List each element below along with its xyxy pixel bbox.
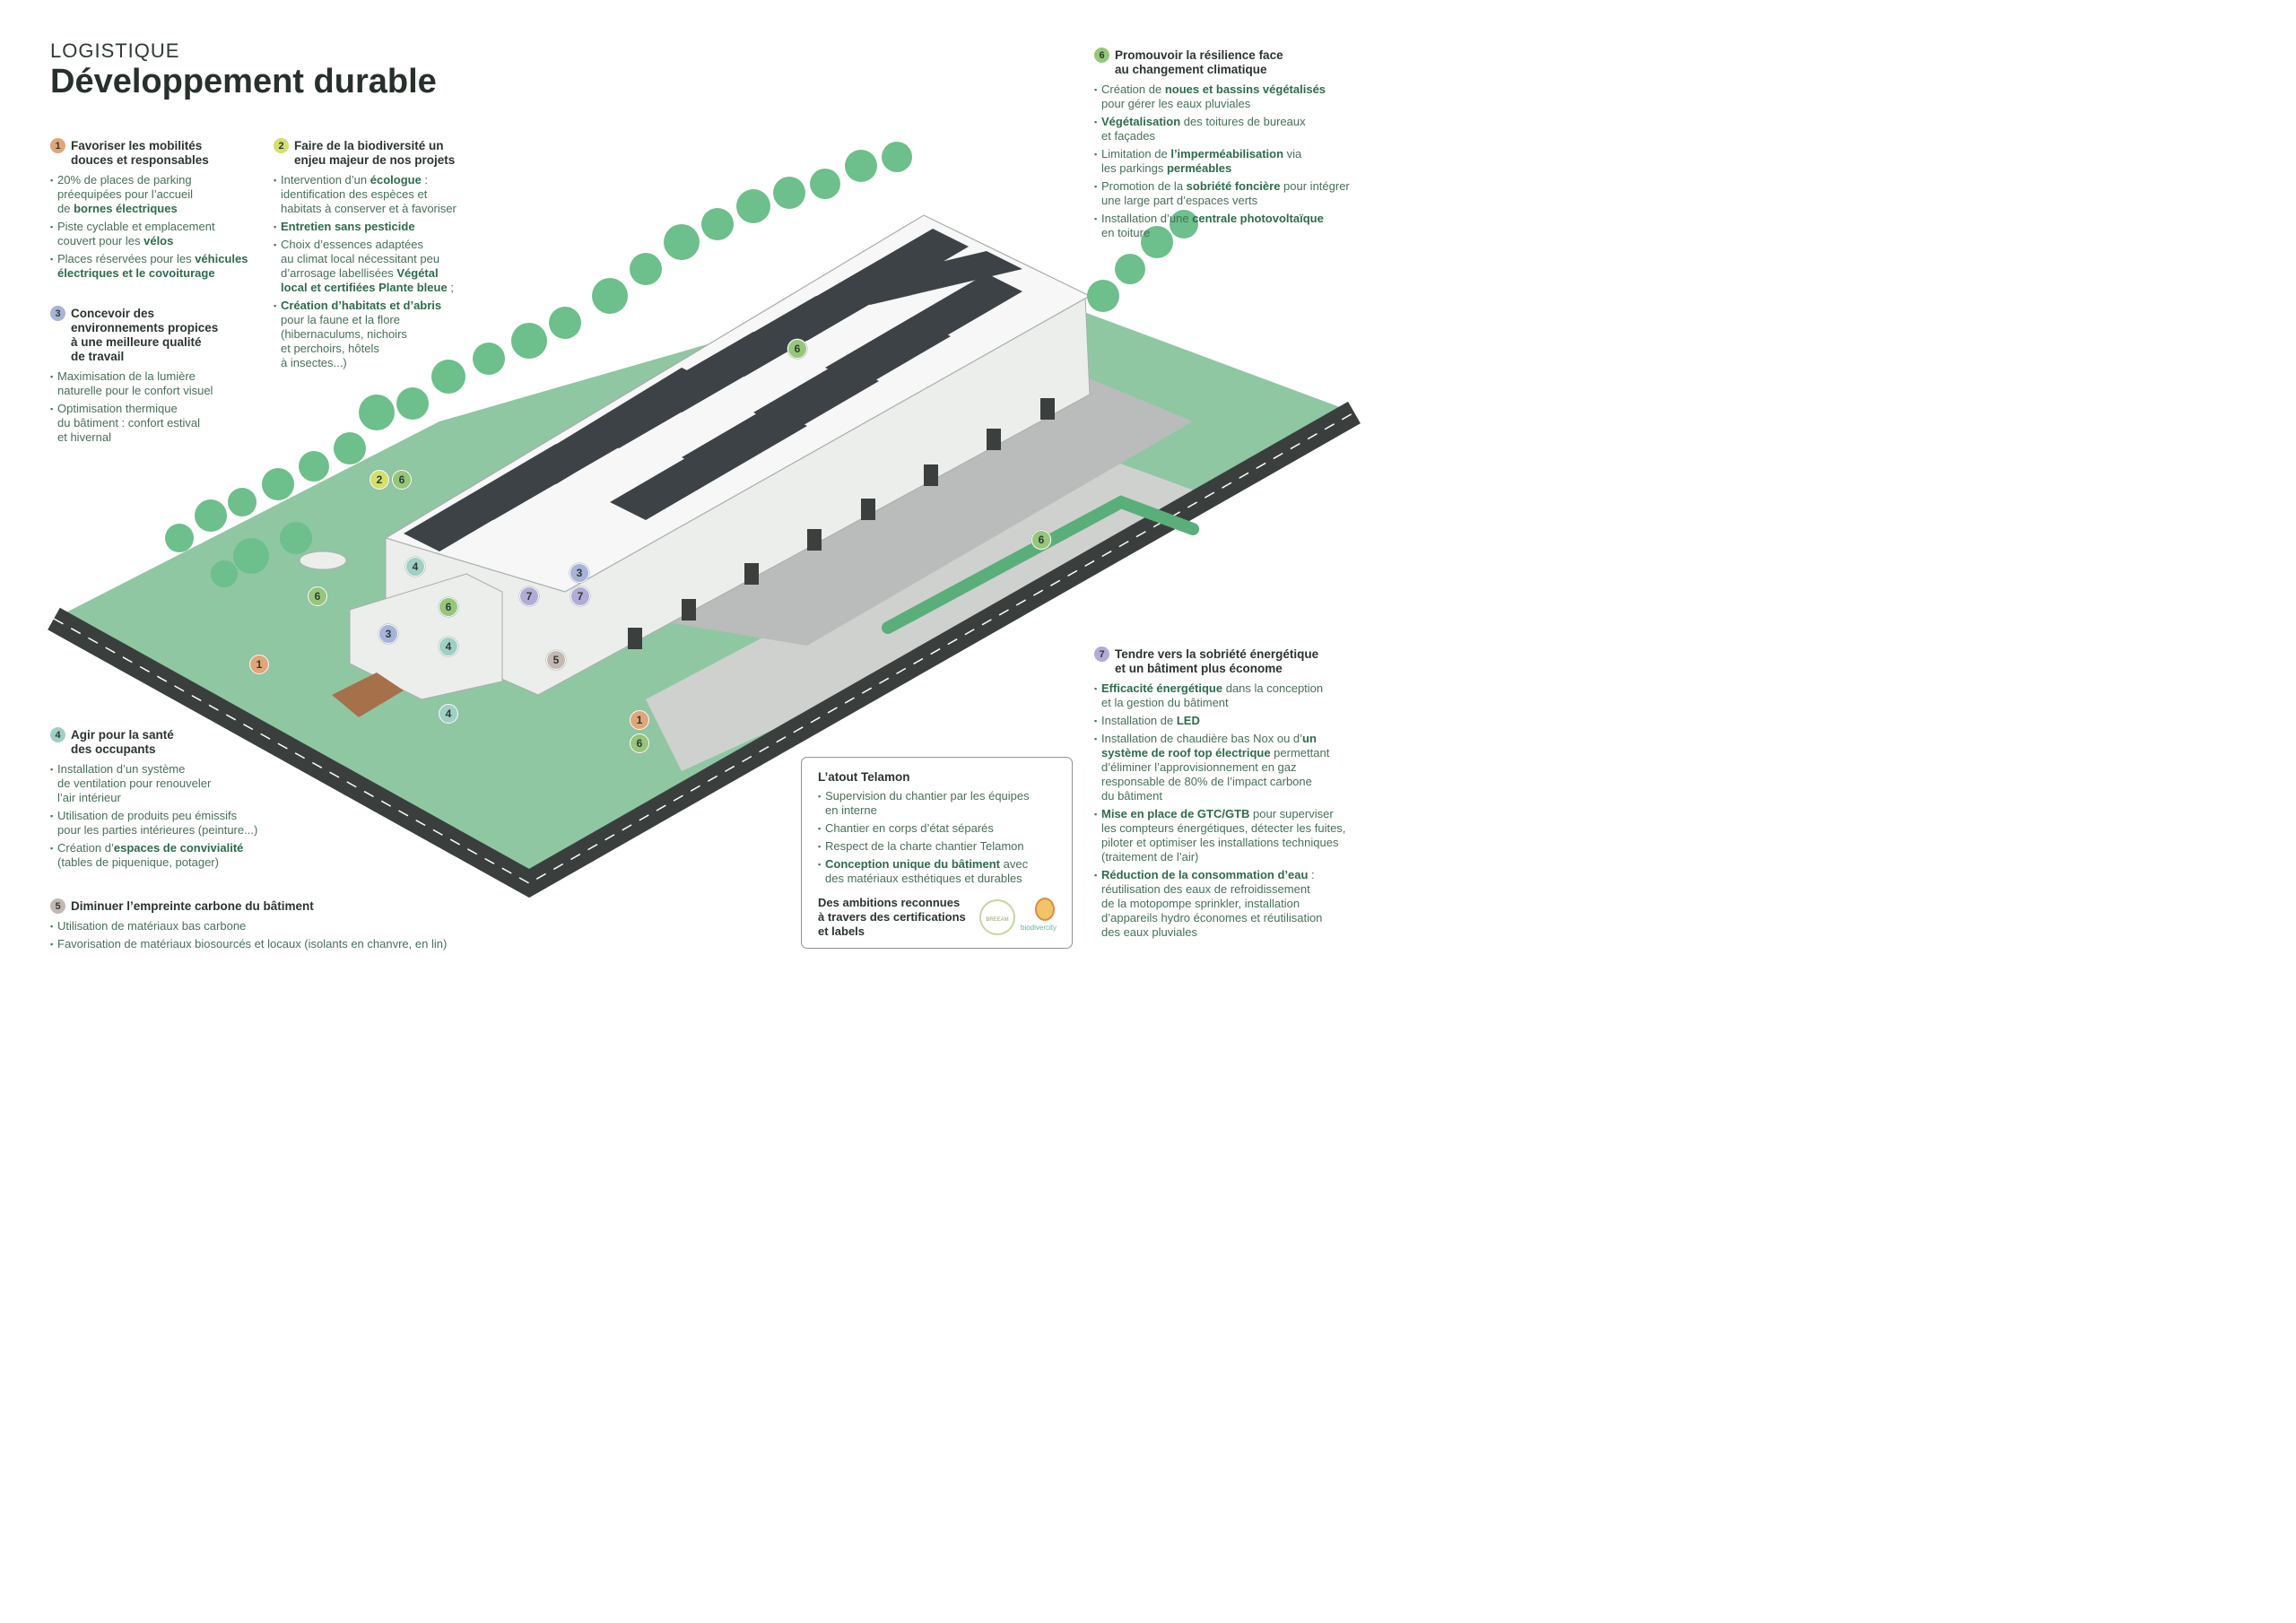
section-title: Diminuer l’empreinte carbone du bâtiment	[71, 899, 314, 913]
list-item: Supervision du chantier par les équipes …	[818, 789, 1059, 818]
page-kicker: LOGISTIQUE	[50, 39, 180, 62]
list-item: Chantier en corps d’état séparés	[818, 821, 1059, 836]
section-number: 5	[50, 898, 65, 914]
list-item: Places réservées pour les véhicules élec…	[50, 252, 265, 281]
section-title: Concevoir des environnements propices à …	[71, 307, 219, 363]
list-item: Respect de la charte chantier Telamon	[818, 839, 1059, 854]
marker-6: 6	[630, 733, 649, 753]
vegetable-garden	[332, 673, 404, 717]
dock-doors	[628, 398, 1055, 649]
truck-yard	[646, 377, 1193, 646]
marker-4: 4	[439, 704, 458, 724]
marker-2: 2	[370, 470, 389, 490]
marker-6: 6	[439, 597, 458, 617]
water-tank	[299, 551, 347, 570]
section-2: 2 Faire de la biodiversité un enjeu majeu…	[274, 138, 489, 374]
list-item: Installation d’un système de ventilation…	[50, 762, 301, 805]
marker-6: 6	[392, 470, 412, 490]
section-6: 6 Promouvoir la résilience face au change…	[1094, 48, 1381, 244]
list-item: Utilisation de matériaux bas carbone	[50, 919, 499, 933]
marker-6: 6	[308, 586, 327, 606]
section-title: Promouvoir la résilience face au changem…	[1115, 48, 1283, 76]
section-number: 3	[50, 306, 65, 321]
list-item: Création d’habitats et d’abris pour la f…	[274, 299, 489, 370]
section-number: 1	[50, 138, 65, 153]
list-item: Installation de chaudière bas Nox ou d’u…	[1094, 732, 1386, 803]
marker-4: 4	[405, 557, 425, 577]
site-illustration	[48, 142, 1361, 898]
section-number: 2	[274, 138, 289, 153]
marker-6: 6	[1031, 530, 1051, 550]
page-title: Développement durable	[50, 63, 437, 100]
list-item: Végétalisation des toitures de bureaux e…	[1094, 115, 1381, 143]
list-item: Maximisation de la lumière naturelle pou…	[50, 369, 265, 398]
marker-4: 4	[439, 637, 458, 656]
office-building	[349, 573, 503, 700]
list-item: Utilisation de produits peu émissifs pou…	[50, 809, 301, 838]
marker-3: 3	[570, 563, 589, 583]
certifications-text: Des ambitions reconnues à travers des ce…	[818, 896, 966, 938]
list-item: Intervention d’un écologue : identificat…	[274, 173, 489, 216]
marker-3: 3	[378, 624, 398, 644]
section-title: Agir pour la santé des occupants	[71, 728, 174, 756]
list-item: Choix d’essences adaptées au climat loca…	[274, 238, 489, 295]
list-item: Installation d’une centrale photovoltaïq…	[1094, 212, 1381, 240]
list-item: 20% de places de parking préequipées pou…	[50, 173, 265, 216]
list-item: Création de noues et bassins végétalisés…	[1094, 82, 1381, 111]
list-item: Mise en place de GTC/GTB pour superviser…	[1094, 807, 1386, 864]
section-5: 5 Diminuer l’empreinte carbone du bâtimen…	[50, 898, 499, 955]
section-3: 3 Concevoir des environnements propices à…	[50, 306, 265, 448]
list-item: Création d’espaces de convivialité (tabl…	[50, 841, 301, 870]
list-item: Réduction de la consommation d’eau : réu…	[1094, 868, 1386, 940]
list-item: Promotion de la sobriété foncière pour i…	[1094, 179, 1381, 208]
marker-7: 7	[570, 586, 590, 606]
section-1: 1 Favoriser les mobilités douces et respo…	[50, 138, 265, 284]
solar-panels	[404, 229, 1022, 551]
list-item: Optimisation thermique du bâtiment : con…	[50, 402, 265, 445]
list-item: Entretien sans pesticide	[274, 220, 489, 234]
section-number: 7	[1094, 647, 1109, 662]
road-marking	[53, 412, 1355, 884]
list-item: Piste cyclable et emplacement couvert po…	[50, 220, 265, 248]
breeam-logo: BREEAM	[979, 899, 1015, 935]
hedge	[882, 495, 1199, 634]
list-item: Limitation de l’imperméabilisation via l…	[1094, 147, 1381, 176]
marker-1: 1	[630, 710, 649, 730]
list-item: Conception unique du bâtiment avec des m…	[818, 857, 1059, 886]
section-number: 4	[50, 727, 65, 742]
marker-6: 6	[787, 339, 807, 359]
marker-1: 1	[249, 655, 269, 674]
list-item: Efficacité énergétique dans la conceptio…	[1094, 681, 1386, 710]
marker-5: 5	[546, 650, 566, 670]
section-number: 6	[1094, 48, 1109, 63]
marker-7: 7	[519, 586, 539, 606]
section-7: 7 Tendre vers la sobriété énergétique et …	[1094, 647, 1386, 943]
list-item: Favorisation de matériaux biosourcés et …	[50, 937, 499, 951]
section-4: 4 Agir pour la santé des occupants Instal…	[50, 727, 301, 873]
section-title: Favoriser les mobilités douces et respon…	[71, 139, 209, 167]
section-title: Faire de la biodiversité un enjeu majeur…	[294, 139, 456, 167]
section-title: Tendre vers la sobriété énergétique et u…	[1115, 647, 1319, 675]
biodivercity-logo: biodivercity	[1021, 896, 1067, 937]
atout-telamon-box: L’atout Telamon Supervision du chantier …	[801, 757, 1073, 949]
biodivercity-icon	[1035, 898, 1055, 921]
list-item: Installation de LED	[1094, 714, 1386, 728]
atout-title: L’atout Telamon	[818, 770, 910, 784]
